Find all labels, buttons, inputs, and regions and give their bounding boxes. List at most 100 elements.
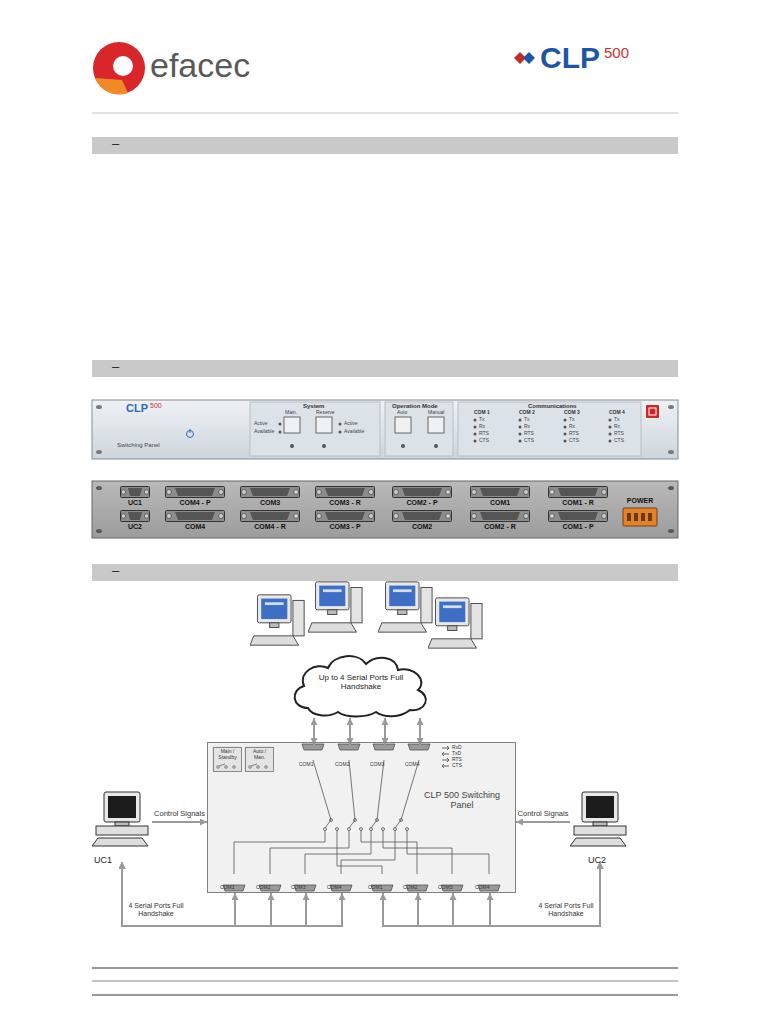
panel-serial-connector bbox=[223, 744, 500, 891]
led-label: CTS bbox=[614, 438, 624, 444]
port-label: COM2 bbox=[412, 523, 432, 531]
front-panel-photo bbox=[668, 405, 674, 409]
led-label: CTS bbox=[479, 438, 489, 444]
switching-panel-body bbox=[207, 742, 516, 893]
back-panel-photo bbox=[627, 513, 652, 521]
back-panel-photo bbox=[648, 513, 652, 521]
switching-panel-body bbox=[217, 766, 220, 769]
node-text: Auto / Man. bbox=[247, 749, 272, 761]
computer-icon bbox=[378, 582, 432, 632]
led-label: Rx bbox=[524, 424, 530, 430]
back-panel-photo bbox=[549, 487, 608, 498]
front-panel-photo bbox=[646, 405, 659, 418]
internal-wiring bbox=[383, 830, 452, 874]
node-text: COM3 bbox=[291, 885, 305, 891]
port-heading: COM 2 bbox=[519, 410, 535, 416]
serial-port: COM2 bbox=[334, 745, 366, 761]
led-label: Active bbox=[344, 421, 358, 427]
node-text: UC2 bbox=[588, 855, 606, 865]
connector bbox=[122, 862, 235, 926]
serial-port: COM3 bbox=[437, 875, 469, 893]
panel-heading: Operation Mode bbox=[392, 403, 438, 410]
port-label: COM3 bbox=[260, 499, 280, 507]
clp-logo-mark bbox=[514, 52, 535, 64]
node-text: CLP 500 Switching Panel bbox=[421, 790, 503, 811]
connector bbox=[516, 821, 570, 823]
front-panel-photo bbox=[564, 426, 567, 429]
footer-rule bbox=[92, 968, 678, 995]
serial-port: COM1 bbox=[219, 875, 251, 893]
back-panel-photo bbox=[96, 486, 102, 490]
led-label: Tx bbox=[479, 417, 485, 423]
section-bar bbox=[92, 137, 678, 154]
port-label: COM1 - P bbox=[562, 523, 593, 531]
front-panel-photo bbox=[564, 440, 567, 443]
section-bar bbox=[92, 564, 678, 581]
front-panel-photo bbox=[92, 400, 678, 459]
switching-panel-body bbox=[265, 766, 268, 769]
internal-wiring bbox=[337, 830, 382, 874]
signal-icon bbox=[442, 746, 449, 768]
led-label: Rx bbox=[569, 424, 575, 430]
signal-icon bbox=[442, 746, 449, 750]
efacec-logo-mark bbox=[93, 42, 145, 94]
back-panel-photo bbox=[92, 481, 678, 538]
computer-node: UC1 bbox=[92, 790, 152, 862]
front-panel-photo bbox=[428, 417, 444, 433]
mode-box: Main / Standby bbox=[213, 747, 242, 772]
bundle-note: 4 Serial Ports Full Handshake bbox=[128, 902, 184, 918]
port-label: UC2 bbox=[128, 523, 142, 531]
logo-text: CLP bbox=[540, 41, 600, 76]
led-label: Rx bbox=[614, 424, 620, 430]
panel-logo-text: CLP bbox=[126, 402, 148, 415]
front-panel-photo bbox=[250, 402, 380, 456]
port-label: COM2 - R bbox=[484, 523, 516, 531]
serial-port: COM2 bbox=[255, 875, 287, 893]
button-label: Manual bbox=[428, 410, 444, 416]
serial-port: COM4 bbox=[326, 875, 358, 893]
internal-wiring bbox=[313, 760, 331, 820]
switching-panel-body bbox=[225, 766, 228, 769]
internal-wiring bbox=[401, 760, 419, 820]
button-label: Main. bbox=[285, 410, 297, 416]
back-panel-photo bbox=[166, 487, 225, 498]
back-panel-photo bbox=[641, 513, 645, 521]
node-text: COM1 bbox=[220, 885, 234, 891]
computer-icon bbox=[570, 792, 626, 846]
internal-wiring bbox=[349, 760, 355, 820]
connector bbox=[122, 862, 306, 926]
section-dash: – bbox=[112, 137, 119, 152]
led-label: Active bbox=[254, 421, 268, 427]
led-label: Available bbox=[254, 429, 274, 435]
node-text: COM3 bbox=[438, 885, 452, 891]
led-label: Available bbox=[344, 429, 364, 435]
front-panel-photo bbox=[322, 444, 326, 448]
connector bbox=[349, 718, 351, 745]
back-panel-photo bbox=[393, 487, 452, 498]
internal-wiring bbox=[407, 830, 489, 874]
footer-rule bbox=[92, 995, 678, 996]
port-label: COM3 - P bbox=[329, 523, 360, 531]
back-panel-photo bbox=[668, 529, 674, 533]
switching-panel-body bbox=[219, 764, 225, 766]
connector bbox=[313, 718, 315, 745]
footer-rule bbox=[92, 981, 678, 982]
front-panel-photo bbox=[609, 419, 612, 422]
switching-panel-body bbox=[212, 746, 241, 771]
switching-panel-body bbox=[207, 742, 516, 893]
port-label: COM4 - P bbox=[179, 499, 210, 507]
back-panel-photo bbox=[549, 511, 608, 522]
node-text: Main / Standby bbox=[215, 749, 240, 761]
mode-box: Auto / Man. bbox=[245, 747, 274, 772]
connector bbox=[383, 862, 600, 926]
node-text: COM4 bbox=[405, 762, 419, 768]
front-panel-photo bbox=[519, 440, 522, 443]
signal-name: RTS bbox=[452, 757, 462, 763]
front-panel-photo bbox=[564, 419, 567, 422]
edge-label: Control Signals bbox=[154, 810, 205, 819]
node-text: COM2 bbox=[403, 885, 417, 891]
port-label: COM4 bbox=[185, 523, 205, 531]
front-panel-photo bbox=[279, 419, 612, 449]
back-panel-photo bbox=[471, 487, 530, 498]
